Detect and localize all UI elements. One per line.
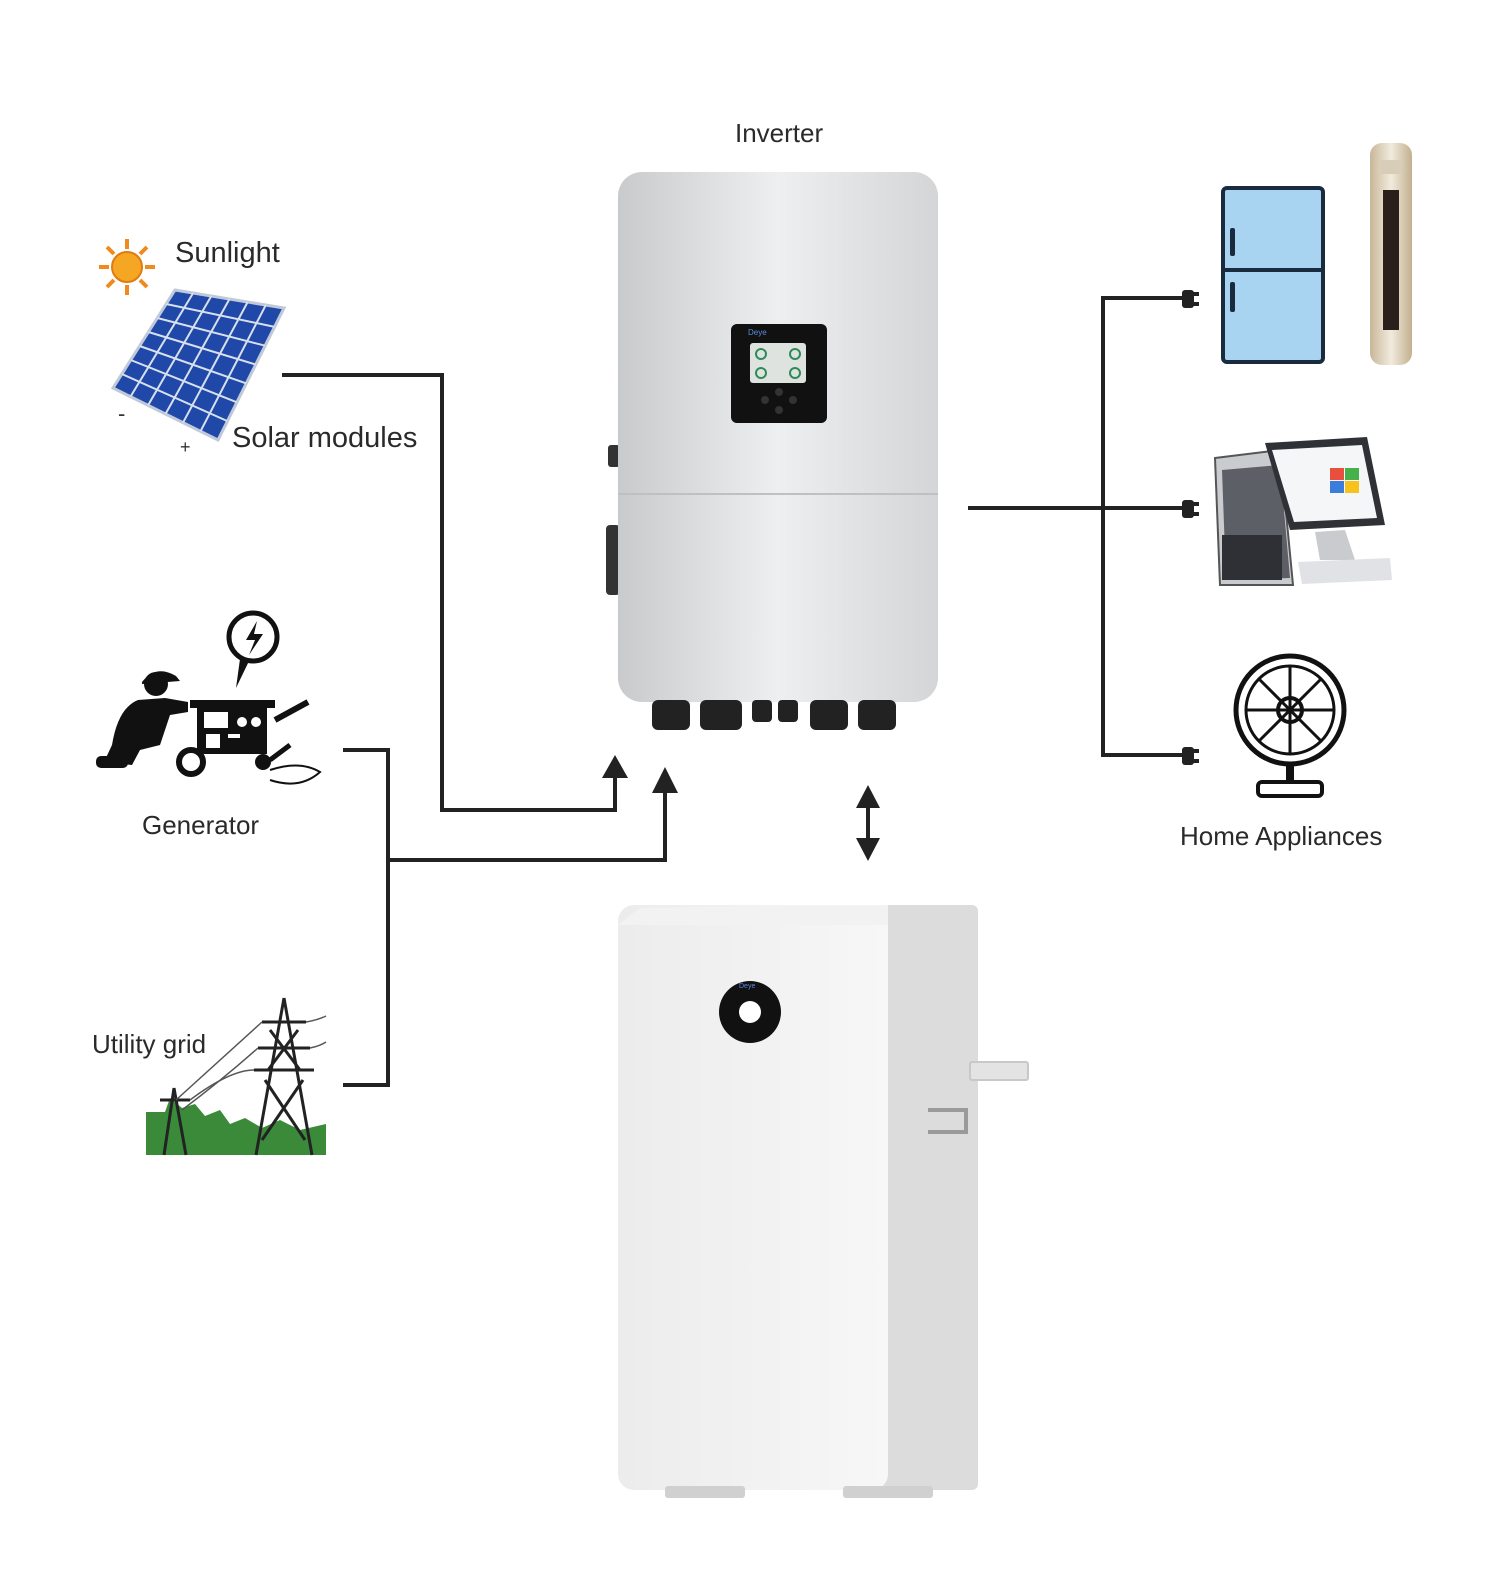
appliance-bus-line [1101,296,1185,757]
solar-to-inverter-line [282,373,617,812]
brand-logo: Deye [739,983,755,990]
connection-lines [282,296,1185,1087]
svg-text:+: + [180,437,191,457]
home-appliances-label: Home Appliances [1180,821,1382,851]
utility-grid-label: Utility grid [92,1029,206,1059]
generator-label: Generator [142,810,259,840]
solar-panel-icon: - + [110,288,287,457]
arrow-up-icon [652,767,678,793]
arrow-up-icon [602,755,628,778]
generator-grid-to-inverter-line [388,790,667,862]
plug-icon [1182,290,1199,308]
brand-logo: Deye [748,328,767,337]
battery-unit: Deye [618,905,1029,1498]
utility-grid-icon [146,997,327,1156]
arrow-up-icon [856,785,880,808]
plug-icon [1182,500,1199,518]
sun-icon [99,239,155,295]
plug-icon [1182,747,1199,765]
arrow-down-icon [856,838,880,861]
fridge-icon [1221,186,1325,364]
svg-text:-: - [118,401,125,426]
sunlight-label: Sunlight [175,237,280,269]
fan-icon [1233,653,1347,798]
inverter-unit: Deye [606,172,938,730]
air-conditioner-icon [1370,143,1412,365]
generator-line [343,748,390,1087]
solar-modules-label: Solar modules [232,422,417,454]
inverter-label: Inverter [735,118,823,148]
computer-icon [1213,437,1392,586]
generator-icon [96,610,322,785]
